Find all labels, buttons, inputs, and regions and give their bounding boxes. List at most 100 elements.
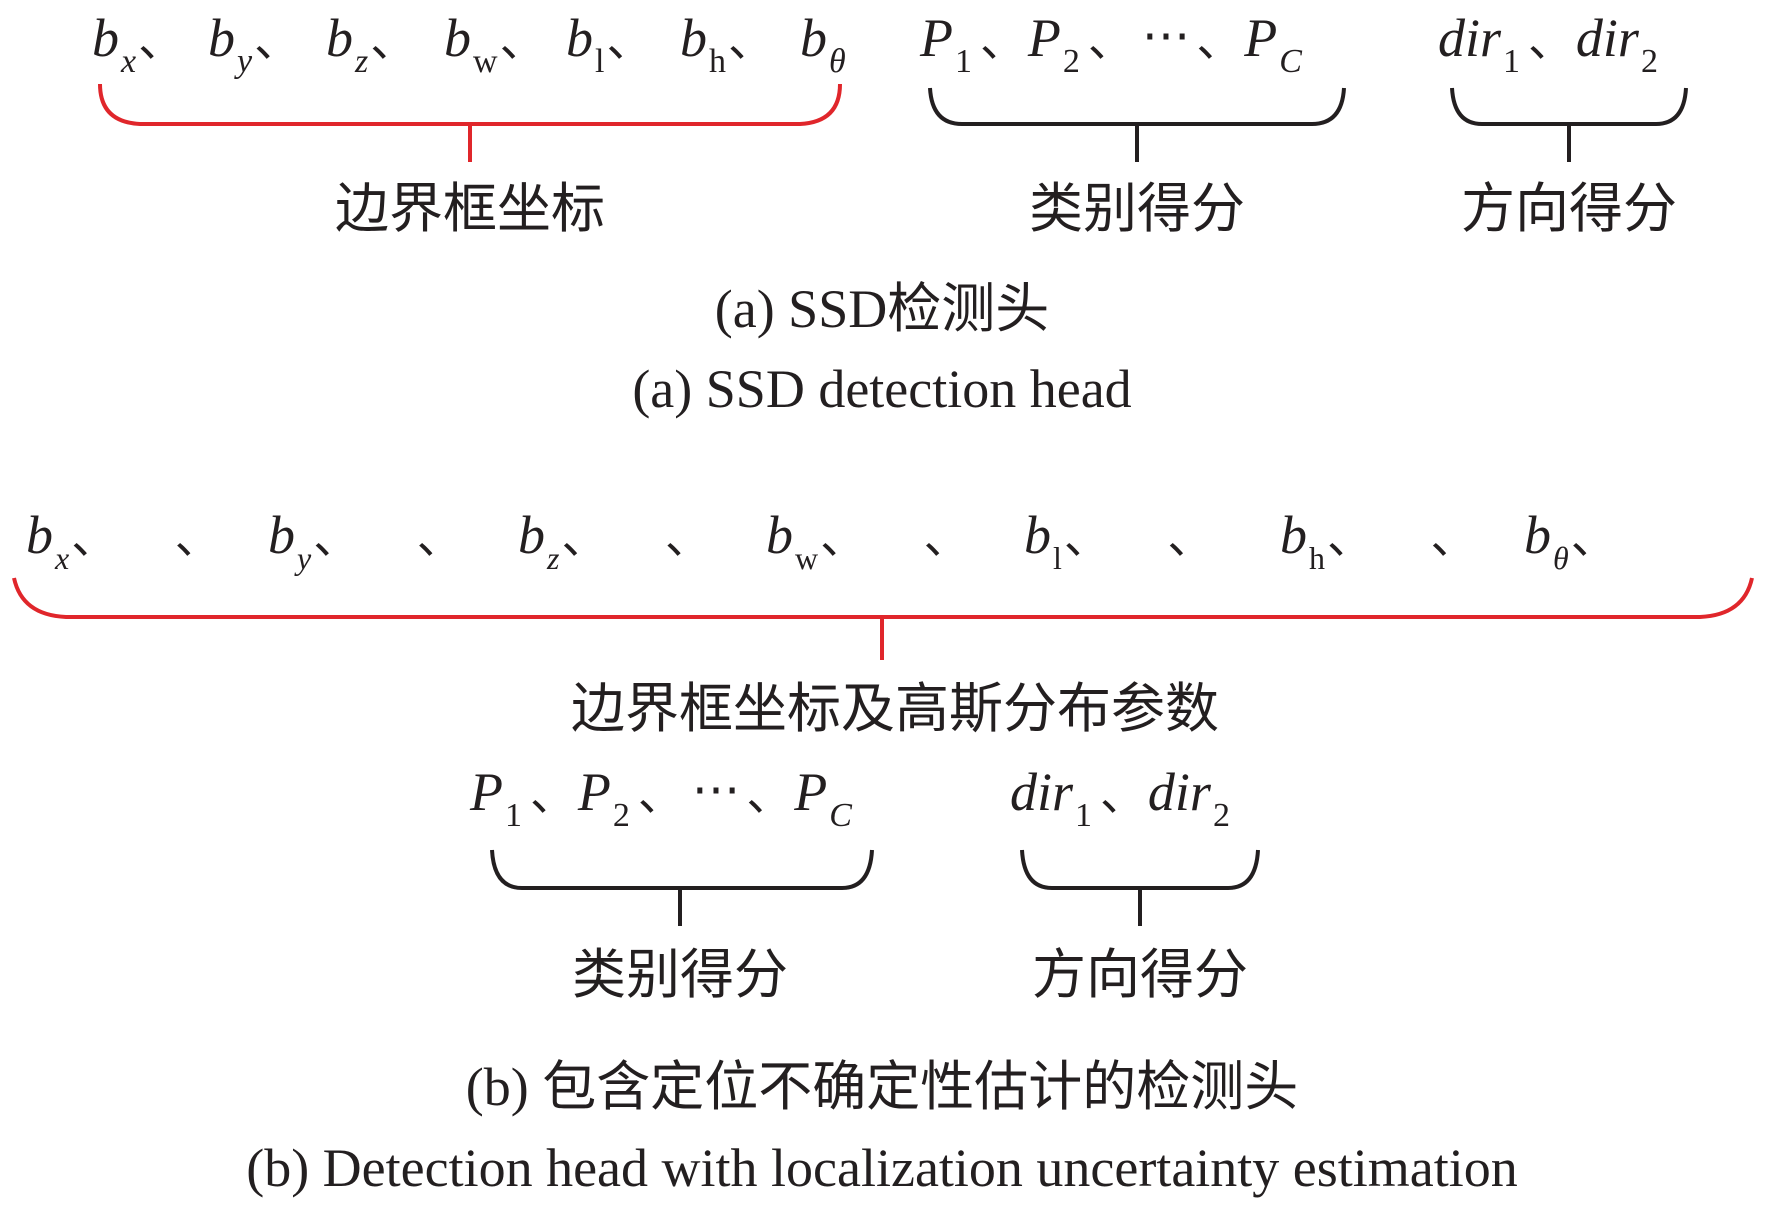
- separator: 、: [728, 13, 774, 67]
- separator: 、: [500, 13, 546, 67]
- term-subscript: x: [54, 540, 69, 576]
- separator: 、: [1064, 510, 1110, 564]
- panel-a-class-brace: [928, 87, 1346, 162]
- term-subscript: w: [795, 540, 818, 576]
- panel-a-dir-brace: [1450, 87, 1688, 162]
- term-subscript: θ: [1553, 540, 1569, 576]
- term-base: b: [1524, 505, 1551, 565]
- term-base: b: [326, 8, 353, 68]
- separator: 、: [1327, 510, 1373, 564]
- panel-b-class-label: 类别得分: [572, 943, 788, 1006]
- separator: 、: [71, 510, 117, 564]
- term-base: b: [92, 8, 119, 68]
- separator: 、: [1196, 13, 1242, 67]
- term-base: b: [1280, 505, 1307, 565]
- panel-b-caption-cn: (b) 包含定位不确定性估计的检测头: [466, 1057, 1298, 1117]
- separator: 、: [820, 510, 866, 564]
- separator: 、: [1431, 510, 1477, 564]
- term-base: dir: [1576, 8, 1640, 68]
- term-subscript: y: [234, 43, 253, 80]
- separator: 、: [1528, 13, 1574, 67]
- panel-b-class-brace: [490, 849, 874, 926]
- term-base: P: [1243, 8, 1277, 68]
- separator: 、: [370, 13, 416, 67]
- panel-b-bbox-brace: [12, 577, 1754, 660]
- term-subscript: 2: [1641, 43, 1658, 80]
- ellipsis: ⋯: [692, 763, 741, 817]
- term-subscript: C: [1279, 43, 1302, 80]
- panel-a-caption-en: (a) SSD detection head: [632, 359, 1131, 419]
- term-base: b: [518, 505, 545, 565]
- separator: 、: [561, 510, 607, 564]
- panel-a-dir-label: 方向得分: [1461, 177, 1677, 240]
- separator: 、: [1167, 510, 1213, 564]
- term-subscript: l: [1053, 540, 1062, 576]
- term-base: b: [268, 505, 295, 565]
- term-base: b: [444, 8, 471, 68]
- panel-b-dir-brace: [1020, 849, 1260, 926]
- panel-a-class-label: 类别得分: [1029, 177, 1245, 240]
- term-base: dir: [1438, 8, 1502, 68]
- separator: 、: [606, 13, 652, 67]
- term-base: P: [469, 762, 503, 822]
- separator: 、: [313, 510, 359, 564]
- separator: 、: [665, 510, 711, 564]
- term-base: b: [766, 505, 793, 565]
- term-base: dir: [1010, 762, 1074, 822]
- term-base: P: [793, 762, 827, 822]
- ellipsis: ⋯: [1142, 9, 1191, 63]
- term-base: b: [566, 8, 593, 68]
- term-subscript: l: [595, 43, 604, 80]
- term-base: dir: [1148, 762, 1212, 822]
- term-subscript: 2: [613, 797, 630, 834]
- term-subscript: z: [354, 43, 368, 80]
- term-subscript: x: [120, 43, 136, 80]
- separator: 、: [980, 13, 1026, 67]
- panel-a-caption-cn: (a) SSD检测头: [715, 279, 1050, 339]
- term-subscript: 1: [955, 43, 972, 80]
- term-subscript: z: [546, 540, 560, 576]
- term-subscript: h: [709, 43, 726, 80]
- term-subscript: θ: [829, 43, 846, 80]
- separator: 、: [638, 767, 684, 821]
- panel-b-dir-label: 方向得分: [1032, 943, 1248, 1006]
- separator: 、: [1571, 510, 1617, 564]
- term-subscript: 1: [505, 797, 522, 834]
- term-subscript: 2: [1213, 797, 1230, 834]
- term-base: P: [1027, 8, 1061, 68]
- separator: 、: [1100, 767, 1146, 821]
- separator: 、: [175, 510, 221, 564]
- term-subscript: C: [829, 797, 852, 834]
- panel-a-bbox-label: 边界框坐标: [335, 177, 605, 240]
- separator: 、: [746, 767, 792, 821]
- term-subscript: 2: [1063, 43, 1080, 80]
